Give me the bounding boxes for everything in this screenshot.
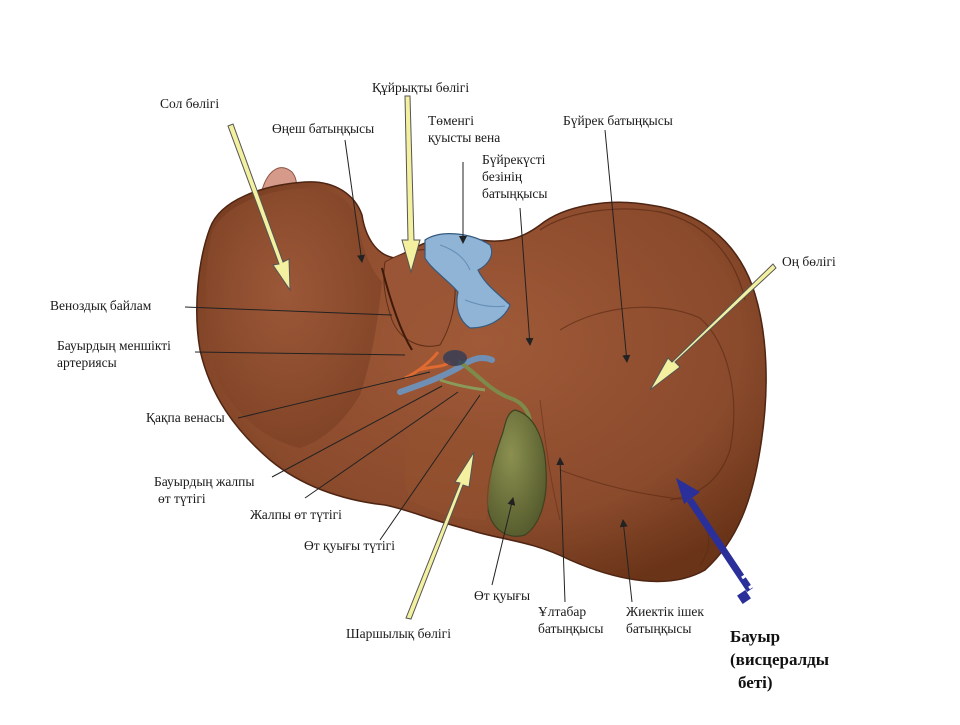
label-duodenal-line2: батыңқысы (538, 620, 604, 636)
label-colic-impression: Жиектік ішек батыңқысы (626, 604, 704, 638)
label-caudate-lobe: Құйрықты бөлігі (372, 80, 470, 95)
title-line2: (висцералды (730, 649, 830, 669)
label-renal-impression: Бүйрек батыңқысы (563, 113, 673, 128)
label-common-bile-duct: Жалпы өт түтігі (250, 507, 342, 522)
label-gallbladder: Өт қуығы (474, 588, 531, 603)
venous-fissure (381, 267, 413, 351)
label-esophageal-impression: Өңеш батыңқысы (272, 121, 375, 136)
gallbladder (486, 409, 547, 537)
label-hepatic-artery-line2: артериясы (57, 354, 117, 370)
label-colic-line2: батыңқысы (626, 620, 692, 636)
label-venous-ligament: Веноздық байлам (50, 298, 152, 313)
duodenal-contour (539, 399, 561, 521)
label-suprarenal-line2: безінің (482, 168, 523, 184)
right-lobe-pointer (649, 263, 777, 391)
label-suprarenal-line1: Бүйрекүсті (482, 152, 546, 167)
label-suprarenal-line3: батыңқысы (482, 185, 548, 201)
caudate-pointer (401, 95, 421, 274)
label-ivc-line2: қуысты вена (428, 129, 501, 145)
view-pointer-arrow (676, 478, 756, 604)
label-common-hepatic-duct-line2: өт түтігі (158, 490, 206, 506)
label-right-lobe: Оң бөлігі (782, 254, 836, 269)
inferior-vena-cava (424, 233, 511, 329)
pointer-arrows (227, 95, 777, 620)
label-left-lobe: Сол бөлігі (160, 96, 220, 111)
quadrate-pointer (405, 451, 475, 620)
label-duodenal-line1: Ұлтабар (538, 604, 587, 619)
label-hepatic-artery-line1: Бауырдың меншікті (57, 338, 171, 353)
title-line1: Бауыр (730, 627, 781, 646)
left-lobe (206, 188, 382, 448)
leader-lines (184, 129, 633, 603)
label-suprarenal-impression: Бүйрекүсті безінің батыңқысы (482, 152, 547, 203)
label-duodenal-impression: Ұлтабар батыңқысы (538, 604, 603, 638)
label-ivc-line1: Төменгі (428, 113, 475, 128)
label-common-hepatic-duct-line1: Бауырдың жалпы (154, 474, 255, 489)
title-line3: беті) (738, 672, 773, 692)
quadrate-lobe (404, 418, 495, 520)
portal-vein (397, 355, 495, 395)
label-hepatic-artery: Бауырдың меншікті артериясы (57, 338, 171, 372)
left-lobe-pointer (227, 123, 291, 292)
label-ivc: Төменгі қуысты вена (428, 113, 500, 147)
label-common-hepatic-duct: Бауырдың жалпы өт түтігі (154, 474, 254, 508)
bile-duct (458, 360, 532, 422)
figure-title: Бауыр (висцералды беті) (730, 626, 829, 695)
renal-impression-contour (559, 306, 735, 501)
right-lobe-contour (539, 208, 746, 301)
label-colic-line1: Жиектік ішек (626, 604, 704, 619)
label-portal-vein: Қақпа венасы (146, 410, 225, 425)
label-cystic-duct: Өт қуығы түтігі (304, 538, 395, 553)
label-quadrate-lobe: Шаршылық бөлігі (346, 626, 451, 641)
